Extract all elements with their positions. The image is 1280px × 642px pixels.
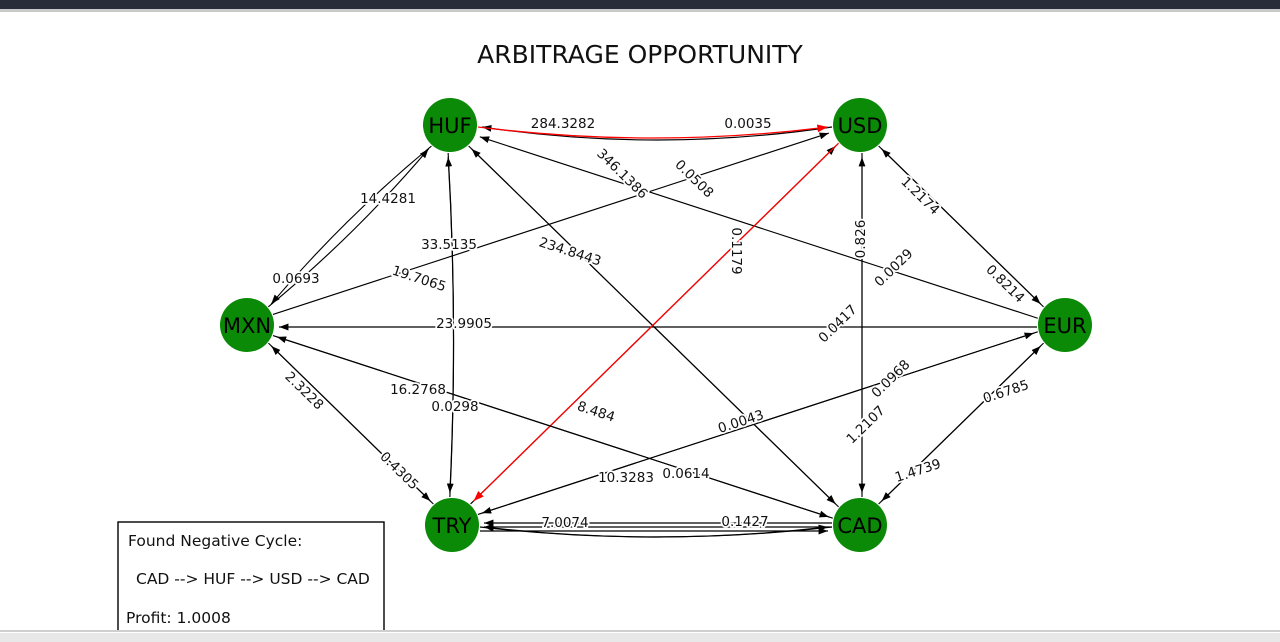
page-title: ARBITRAGE OPPORTUNITY: [477, 40, 803, 69]
graph-node-cad[interactable]: CAD: [833, 498, 887, 552]
legend-box: [117, 521, 385, 630]
edge-weight-halo: 33.5135: [421, 237, 477, 253]
graph-edge: [881, 342, 1044, 502]
graph-node-mxn[interactable]: MXN: [220, 298, 274, 352]
edge-weight-halo: 0.1179: [728, 227, 744, 274]
edge-weight-label: 0.6785: [981, 377, 1031, 407]
edge-weight-label: 2.3228: [282, 369, 327, 413]
graph-edge: [472, 142, 840, 502]
graph-edge: [479, 524, 829, 538]
graph-edge: [270, 345, 434, 505]
edge-weight-label: 8.484: [575, 398, 617, 425]
edge-weight-label: 0.0417: [816, 302, 861, 346]
edge-weight-label: 0.1179: [728, 227, 744, 274]
edge-weight-label: 0.0614: [662, 466, 709, 482]
edge-weight-label: 284.3282: [531, 116, 595, 132]
edge-weight-label: 234.8443: [537, 234, 603, 269]
edge-weight-halo: 23.9905: [436, 316, 492, 332]
graph-edge: [270, 145, 432, 305]
edge-weight-label: 7.0074: [541, 515, 588, 531]
graph-edge: [272, 132, 830, 315]
edge-weight-label: 0.0968: [869, 357, 914, 401]
edge-weight-label: 33.5135: [421, 237, 477, 253]
edge-weight-label: 0.0029: [872, 246, 917, 290]
graph-edge: [878, 145, 1042, 305]
edge-weight-label: 1.4739: [893, 456, 943, 486]
edge-weight-label: 0.4305: [377, 449, 422, 493]
edge-weight-halo: 7.0074: [541, 515, 588, 531]
node-circle: [833, 98, 887, 152]
graph-edge: [272, 335, 830, 518]
graph-node-usd[interactable]: USD: [833, 98, 887, 152]
edge-weight-halo: 10.3283: [598, 470, 654, 486]
node-label: TRY: [432, 514, 472, 538]
graph-edge: [468, 145, 837, 505]
legend-panel: Found Negative Cycle: CAD --> HUF --> US…: [117, 521, 385, 630]
node-label: USD: [838, 114, 883, 138]
legend-heading: Found Negative Cycle:: [128, 532, 302, 550]
edge-weight-halo: 0.826: [853, 220, 869, 259]
graph-edge: [479, 136, 1038, 319]
graph-edge: [446, 152, 455, 494]
edge-weight-label: 23.9905: [436, 316, 492, 332]
edge-weight-label: 19.7065: [390, 263, 448, 296]
edge-weight-halo: 14.4281: [360, 191, 416, 207]
edge-weight-label: 0.826: [853, 220, 869, 259]
edge-weight-label: 0.0035: [724, 116, 771, 132]
graph-edge: [267, 148, 430, 308]
edge-weight-halo: 0.0614: [662, 466, 709, 482]
edge-weight-halo: 284.3282: [531, 116, 595, 132]
node-label: MXN: [223, 314, 271, 338]
edge-weight-label: 0.0508: [672, 157, 717, 201]
legend-cycle-path: CAD --> HUF --> USD --> CAD: [136, 570, 370, 588]
edge-weight-label: 0.0693: [272, 271, 319, 287]
node-circle: [423, 98, 477, 152]
node-circle: [425, 498, 479, 552]
window-top-bar: [0, 0, 1280, 9]
edge-weight-halo: 0.0035: [724, 116, 771, 132]
edge-weight-label: 1.2174: [898, 174, 943, 218]
edge-weight-halo: 0.0693: [272, 271, 319, 287]
graph-node-huf[interactable]: HUF: [423, 98, 477, 152]
edge-weight-label: 346.1386: [593, 146, 650, 202]
edge-weight-label: 0.1427: [721, 514, 768, 530]
node-circle: [220, 298, 274, 352]
top-divider: [0, 9, 1280, 12]
legend-profit: Profit: 1.0008: [126, 609, 231, 627]
edge-weight-halo: 16.2768: [390, 382, 446, 398]
bottom-divider: [0, 630, 1280, 632]
graph-edge: [477, 124, 829, 139]
graph-node-try[interactable]: TRY: [425, 498, 479, 552]
node-circle: [1038, 298, 1092, 352]
edge-weight-label: 0.0298: [431, 399, 478, 415]
graph-node-eur[interactable]: EUR: [1038, 298, 1092, 352]
edge-weight-halo: 0.0298: [431, 399, 478, 415]
edge-weight-halo: 0.1427: [721, 514, 768, 530]
node-label: HUF: [428, 114, 471, 138]
node-label: EUR: [1043, 314, 1086, 338]
window-bottom-bar: [0, 633, 1280, 642]
edge-weight-label: 1.2107: [844, 403, 889, 447]
edges-layer: [267, 124, 1044, 538]
graph-edge: [481, 331, 1038, 514]
edge-weight-label: 10.3283: [598, 470, 654, 486]
node-circle: [833, 498, 887, 552]
edge-weight-label: 14.4281: [360, 191, 416, 207]
nodes-layer: HUF USD MXN EUR TRY CAD: [220, 98, 1092, 552]
node-label: CAD: [837, 514, 882, 538]
edge-weight-label: 16.2768: [390, 382, 446, 398]
